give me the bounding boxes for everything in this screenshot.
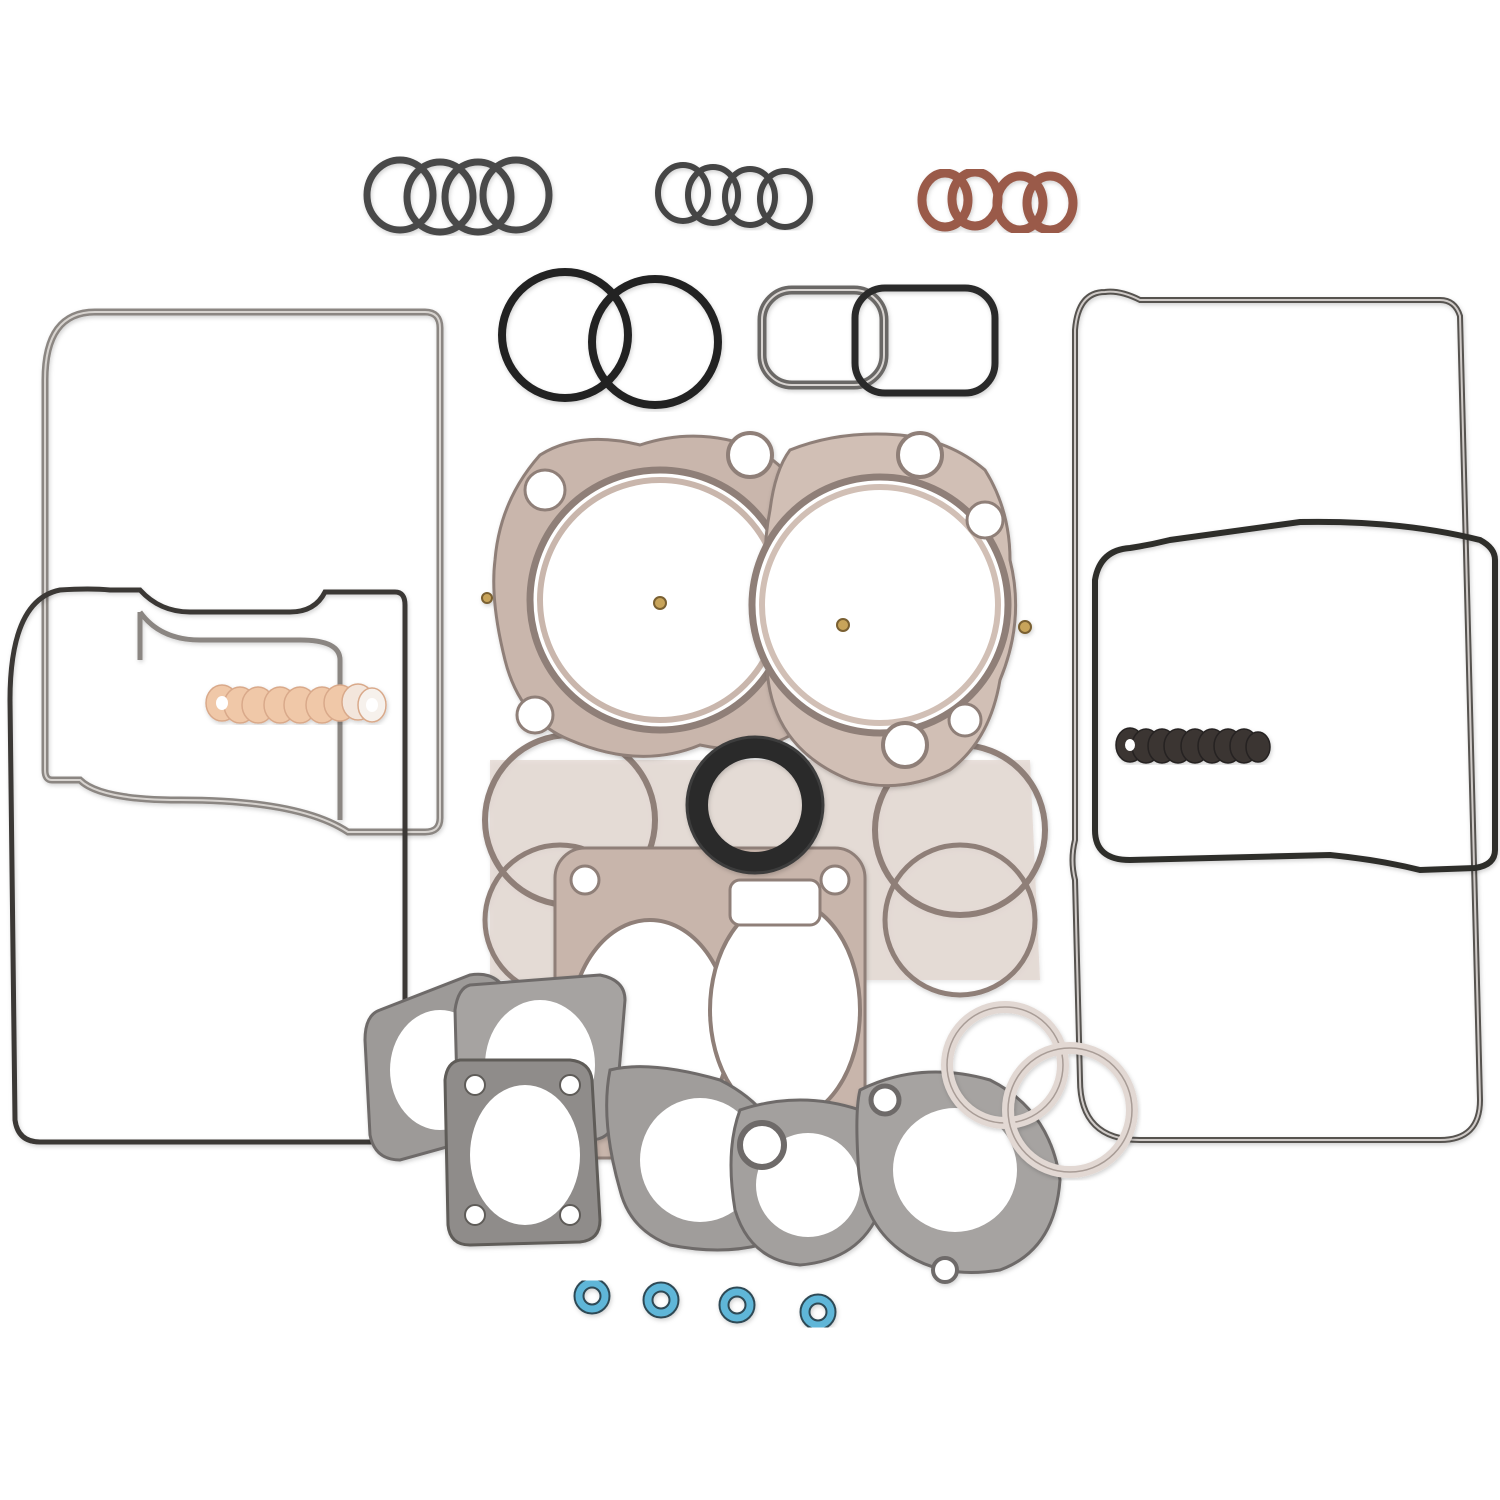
exhaust-gaskets (941, 1001, 1138, 1178)
square-seals (757, 284, 999, 397)
rocker-cover-gasket-right-front (1092, 518, 1498, 874)
rocker-cover-gasket-left-back (41, 308, 444, 836)
rocker-cover-gasket-right-back (1069, 288, 1484, 1143)
oil-seal-black (685, 735, 825, 875)
o-rings-small-dark (655, 162, 813, 230)
rocker-cover-gasket-left-front (7, 586, 408, 1145)
round-seals-black (498, 268, 722, 409)
black-washers (1115, 727, 1271, 764)
head-gasket-left (481, 431, 839, 758)
head-gasket-right (748, 431, 1032, 788)
o-rings-large-dark (363, 156, 553, 236)
o-rings-brown (917, 167, 1078, 235)
copper-washers (205, 683, 387, 724)
blue-valve-seals (573, 1277, 837, 1331)
